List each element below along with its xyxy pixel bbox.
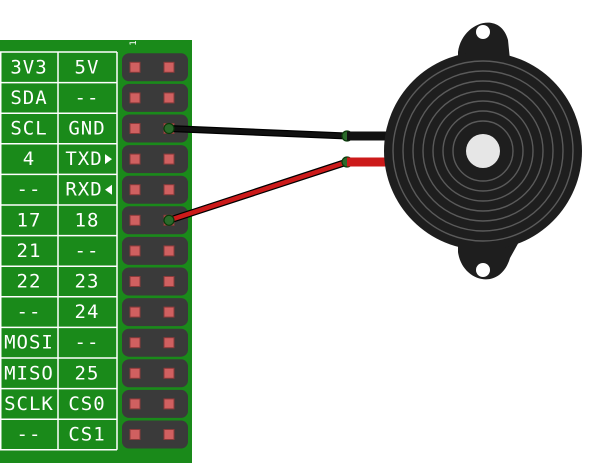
buzzer-ring <box>402 70 564 232</box>
header-pin <box>163 153 175 165</box>
header-pin <box>163 429 175 440</box>
header-pin <box>129 92 141 104</box>
header-pin <box>163 398 175 410</box>
header-pin <box>163 245 175 257</box>
red-wire-start-connector <box>163 214 175 226</box>
header-block <box>122 298 188 327</box>
arrow-left-icon <box>105 184 112 195</box>
header-pin <box>163 92 175 104</box>
header-pin <box>129 214 141 226</box>
mount-hole-top <box>476 25 490 39</box>
header-pin <box>129 337 141 349</box>
pin-label-left: SCL <box>10 118 47 140</box>
pin-label-right: -- <box>75 240 100 262</box>
pin-label-right: TXD <box>65 148 102 170</box>
header-block <box>122 53 188 82</box>
header-block <box>122 389 188 418</box>
pin-label-right: 24 <box>75 301 100 323</box>
header-block <box>122 236 188 265</box>
header-pin <box>129 398 141 410</box>
pin-label-left: 22 <box>17 271 42 293</box>
buzzer-ring <box>392 60 574 242</box>
header-block <box>122 206 188 235</box>
header-block <box>122 145 188 174</box>
pin-label-left: 4 <box>23 148 35 170</box>
pin-label-left: -- <box>17 424 42 446</box>
pin-label-right: 5V <box>75 56 100 78</box>
buzzer-ring <box>452 120 514 182</box>
pin-label-left: MOSI <box>4 332 54 354</box>
header-pin <box>163 306 175 318</box>
header-pin <box>129 184 141 196</box>
buzzer-ring <box>442 110 524 192</box>
gpio-board: 3V3 5V SDA -- SCL GND 4 TXD -- RXD 17 18 21 -- 22 23 -- 2… <box>0 40 192 463</box>
pin-header <box>122 53 188 449</box>
black-wire <box>166 126 350 139</box>
header-block <box>122 114 188 143</box>
pin-label-right: 23 <box>75 271 100 293</box>
pin-label-right: 18 <box>75 209 100 231</box>
pin-label-left: SDA <box>10 87 47 109</box>
header-pin <box>129 123 141 134</box>
header-pin <box>163 276 175 287</box>
pin-label-left: SCLK <box>4 393 54 415</box>
header-pin <box>129 245 141 257</box>
buzzer-ring <box>432 100 534 202</box>
buzzer-center <box>466 134 500 168</box>
header-pin <box>129 276 141 287</box>
header-pin <box>129 61 141 73</box>
header-pin <box>129 306 141 318</box>
pin-label-right: CS1 <box>68 424 105 446</box>
arrow-right-icon <box>105 154 112 165</box>
header-block <box>122 328 188 357</box>
header-pin <box>163 184 175 196</box>
header-pin <box>129 429 141 440</box>
mount-hole-bottom <box>476 263 490 277</box>
pin-label-right: CS0 <box>68 393 105 415</box>
buzzer-ring <box>412 80 554 222</box>
pin-label-left: 17 <box>17 209 42 231</box>
pin-label-left: 3V3 <box>10 56 47 78</box>
pin-label-right: 25 <box>75 362 100 384</box>
header-block <box>122 420 188 449</box>
header-block <box>122 359 188 388</box>
pin-labels: 3V3 5V SDA -- SCL GND 4 TXD -- RXD 17 18 21 -- 22 23 -- 2… <box>4 56 112 446</box>
pin-one-marker: 1 <box>129 40 139 45</box>
header-pin <box>129 367 141 379</box>
buzzer-rings <box>392 60 574 242</box>
pin-label-right: GND <box>68 118 105 140</box>
header-pin <box>163 367 175 379</box>
pin-label-left: MISO <box>4 362 54 384</box>
buzzer-leads <box>347 131 392 167</box>
piezo-buzzer <box>347 22 582 280</box>
pin-label-right: RXD <box>65 179 102 201</box>
pin-label-left: 21 <box>17 240 42 262</box>
pin-label-left: -- <box>17 301 42 323</box>
header-block <box>122 83 188 112</box>
header-block <box>122 175 188 204</box>
black-wire-start-connector <box>163 122 175 135</box>
header-block <box>122 267 188 296</box>
red-wire <box>166 159 350 223</box>
wires <box>163 122 353 226</box>
pin-label-right: -- <box>75 87 100 109</box>
pin-label-left: -- <box>17 179 42 201</box>
pin-label-right: -- <box>75 332 100 354</box>
pin-label-grid <box>0 51 118 451</box>
buzzer-ring <box>422 90 544 212</box>
header-pin <box>163 61 175 73</box>
header-pin <box>129 153 141 165</box>
header-pin <box>163 337 175 349</box>
